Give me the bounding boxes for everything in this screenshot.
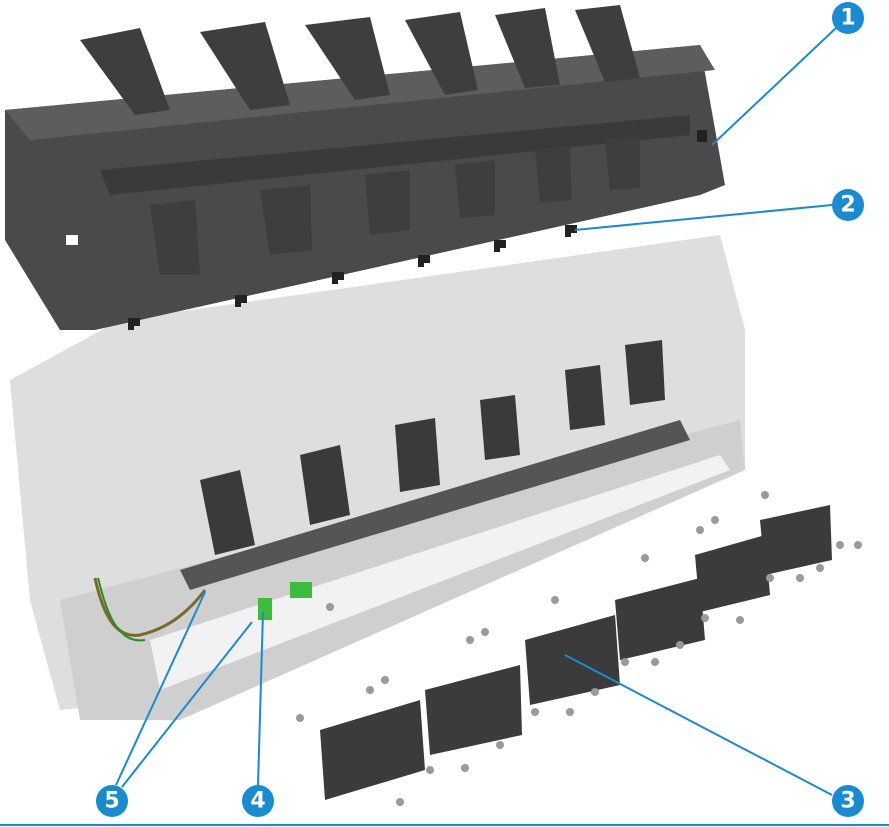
lower-guides	[320, 505, 832, 800]
svg-text:1: 1	[840, 6, 855, 31]
callout-1: 1	[832, 2, 864, 34]
screws	[296, 491, 862, 806]
cover-clips	[128, 225, 577, 330]
svg-text:5: 5	[104, 789, 119, 814]
top-cover	[5, 5, 725, 330]
svg-text:2: 2	[840, 193, 855, 218]
pinch-arm-assemblies	[180, 340, 690, 590]
sensor-boards	[93, 577, 312, 642]
callout-4: 4	[242, 785, 274, 817]
callout-5: 5	[96, 785, 128, 817]
svg-text:4: 4	[250, 789, 265, 814]
callout-3: 3	[832, 785, 864, 817]
callout-2: 2	[832, 189, 864, 221]
svg-text:3: 3	[840, 789, 855, 814]
platen-assembly	[10, 235, 745, 720]
callout-leaders	[115, 27, 837, 796]
